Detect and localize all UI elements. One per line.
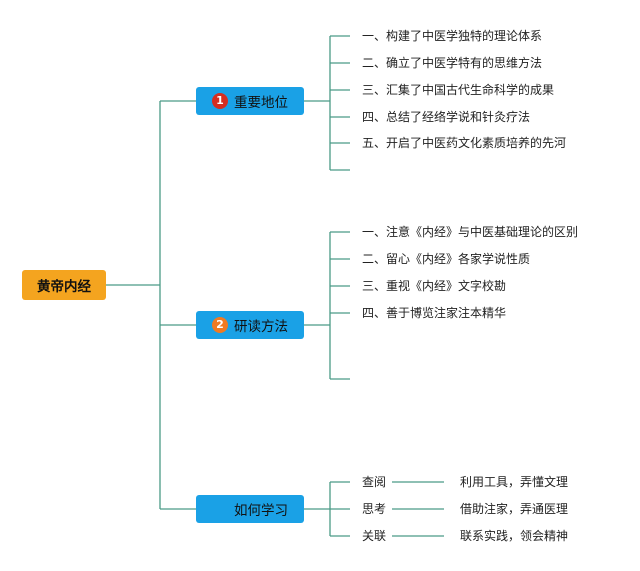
leaf-status-4[interactable]: 四、总结了经络学说和针灸疗法 — [362, 110, 531, 124]
root-node[interactable]: 黄帝内经 — [22, 270, 106, 300]
badge-placeholder-icon — [212, 501, 228, 517]
leaf-status-1[interactable]: 一、构建了中医学独特的理论体系 — [362, 29, 543, 43]
leaf-learn-key-1[interactable]: 查阅 — [362, 475, 387, 489]
leaf-status-2[interactable]: 二、确立了中医学特有的思维方法 — [362, 56, 543, 70]
branch-how-to-learn[interactable]: 如何学习 — [196, 495, 304, 523]
branch-important-status[interactable]: 1 重要地位 — [196, 87, 304, 115]
number-2-badge-icon: 2 — [212, 317, 228, 333]
leaf-learn-key-2[interactable]: 思考 — [362, 502, 387, 516]
root-label: 黄帝内经 — [37, 279, 91, 295]
leaf-learn-value-2[interactable]: 借助注家，弄通医理 — [460, 502, 569, 516]
leaf-learn-value-1[interactable]: 利用工具，弄懂文理 — [460, 475, 569, 489]
leaf-learn-key-3[interactable]: 关联 — [362, 529, 387, 543]
leaf-method-2[interactable]: 二、留心《内经》各家学说性质 — [362, 252, 531, 266]
number-1-badge-icon: 1 — [212, 93, 228, 109]
branch-label: 研读方法 — [234, 319, 288, 335]
leaf-method-1[interactable]: 一、注意《内经》与中医基础理论的区别 — [362, 225, 579, 239]
leaf-status-5[interactable]: 五、开启了中医药文化素质培养的先河 — [362, 136, 567, 150]
leaf-status-3[interactable]: 三、汇集了中国古代生命科学的成果 — [362, 83, 555, 97]
branch-label: 如何学习 — [234, 503, 288, 519]
leaf-method-4[interactable]: 四、善于博览注家注本精华 — [362, 306, 507, 320]
branch-label: 重要地位 — [234, 95, 288, 111]
branch-study-method[interactable]: 2 研读方法 — [196, 311, 304, 339]
leaf-method-3[interactable]: 三、重视《内经》文字校勘 — [362, 279, 507, 293]
leaf-learn-value-3[interactable]: 联系实践，领会精神 — [460, 529, 569, 543]
